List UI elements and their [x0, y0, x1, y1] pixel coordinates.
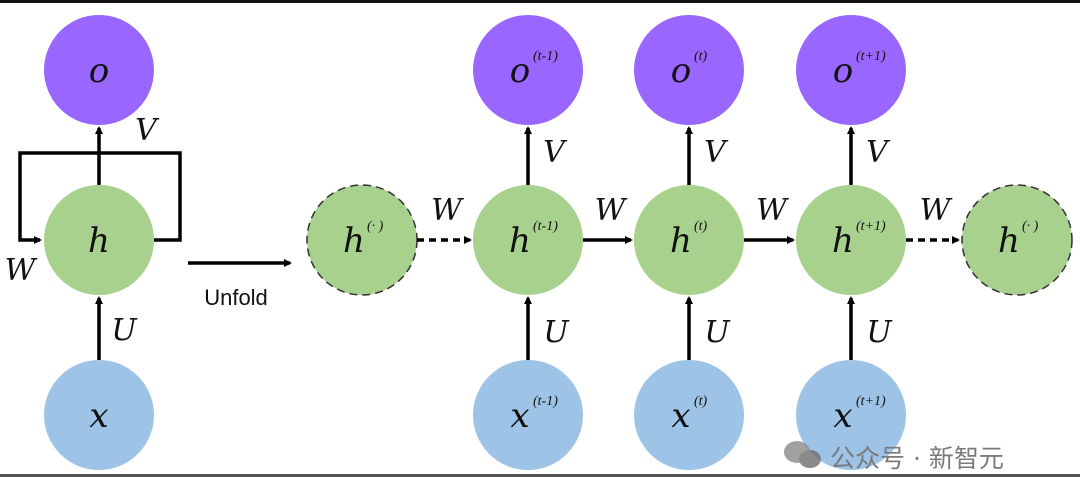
- hidden-node-prev-symbol: h: [343, 221, 365, 261]
- output-node-2: [796, 15, 906, 125]
- input-node-2-symbol: x: [833, 396, 852, 436]
- hidden-node: [44, 185, 154, 295]
- hidden-node-1: [634, 185, 744, 295]
- input-node-0-superscript: (t-1): [533, 394, 558, 409]
- input-node-1-superscript: (t): [694, 394, 708, 409]
- hidden-node-next: [961, 184, 1073, 296]
- input-node: [44, 360, 154, 470]
- hidden-node-1-superscript: (t): [694, 219, 708, 234]
- hidden-node-next-superscript: (· ): [1022, 219, 1039, 234]
- output-node-0-symbol: o: [510, 51, 530, 91]
- label-W-1: W: [595, 193, 628, 228]
- hidden-node-0-superscript: (t-1): [533, 219, 558, 234]
- output-node-2-superscript: (t+1): [856, 49, 886, 64]
- input-node-2: [796, 360, 906, 470]
- label-U: U: [111, 313, 138, 348]
- label-U-2: U: [866, 315, 893, 350]
- hidden-node-prev-superscript: (· ): [367, 219, 384, 234]
- label-U-1: U: [704, 315, 731, 350]
- input-node-1: [634, 360, 744, 470]
- input-node-0-symbol: x: [510, 396, 529, 436]
- input-node-0: [473, 360, 583, 470]
- watermark-text: 公众号 · 新智元: [830, 444, 1004, 473]
- label-W-3: W: [920, 193, 953, 228]
- input-node-1-symbol: x: [671, 396, 690, 436]
- label-U-0: U: [543, 315, 570, 350]
- output-node-2-symbol: o: [833, 51, 853, 91]
- label-W: W: [5, 253, 38, 288]
- hidden-node-0-symbol: h: [509, 221, 531, 261]
- label-V: V: [135, 113, 160, 148]
- hidden-node-2-superscript: (t+1): [856, 219, 886, 234]
- recurrent-loop-arrow: [18, 151, 182, 244]
- input-node-symbol: x: [89, 396, 108, 436]
- wechat-icon: [784, 441, 821, 468]
- output-node: [44, 15, 154, 125]
- output-node-1-symbol: o: [671, 51, 691, 91]
- top-border: [0, 0, 1080, 3]
- hidden-node-next-symbol: h: [998, 221, 1020, 261]
- label-V-1: V: [704, 135, 729, 170]
- label-V-2: V: [866, 135, 891, 170]
- label-V-0: V: [543, 135, 568, 170]
- output-node-0-superscript: (t-1): [533, 49, 558, 64]
- hidden-node-2: [796, 185, 906, 295]
- unfold-label: Unfold: [204, 285, 268, 310]
- label-W-2: W: [756, 193, 789, 228]
- wechat-bubble-front: [799, 450, 821, 468]
- input-node-2-superscript: (t+1): [856, 394, 886, 409]
- output-node-symbol: o: [89, 51, 109, 91]
- output-node-1-superscript: (t): [694, 49, 708, 64]
- output-node-0: [473, 15, 583, 125]
- output-node-1: [634, 15, 744, 125]
- hidden-node-2-symbol: h: [832, 221, 854, 261]
- hidden-node-1-symbol: h: [670, 221, 692, 261]
- hidden-node-symbol: h: [88, 221, 110, 261]
- bottom-border: [0, 474, 1080, 477]
- label-W-0: W: [431, 193, 464, 228]
- hidden-node-0: [473, 185, 583, 295]
